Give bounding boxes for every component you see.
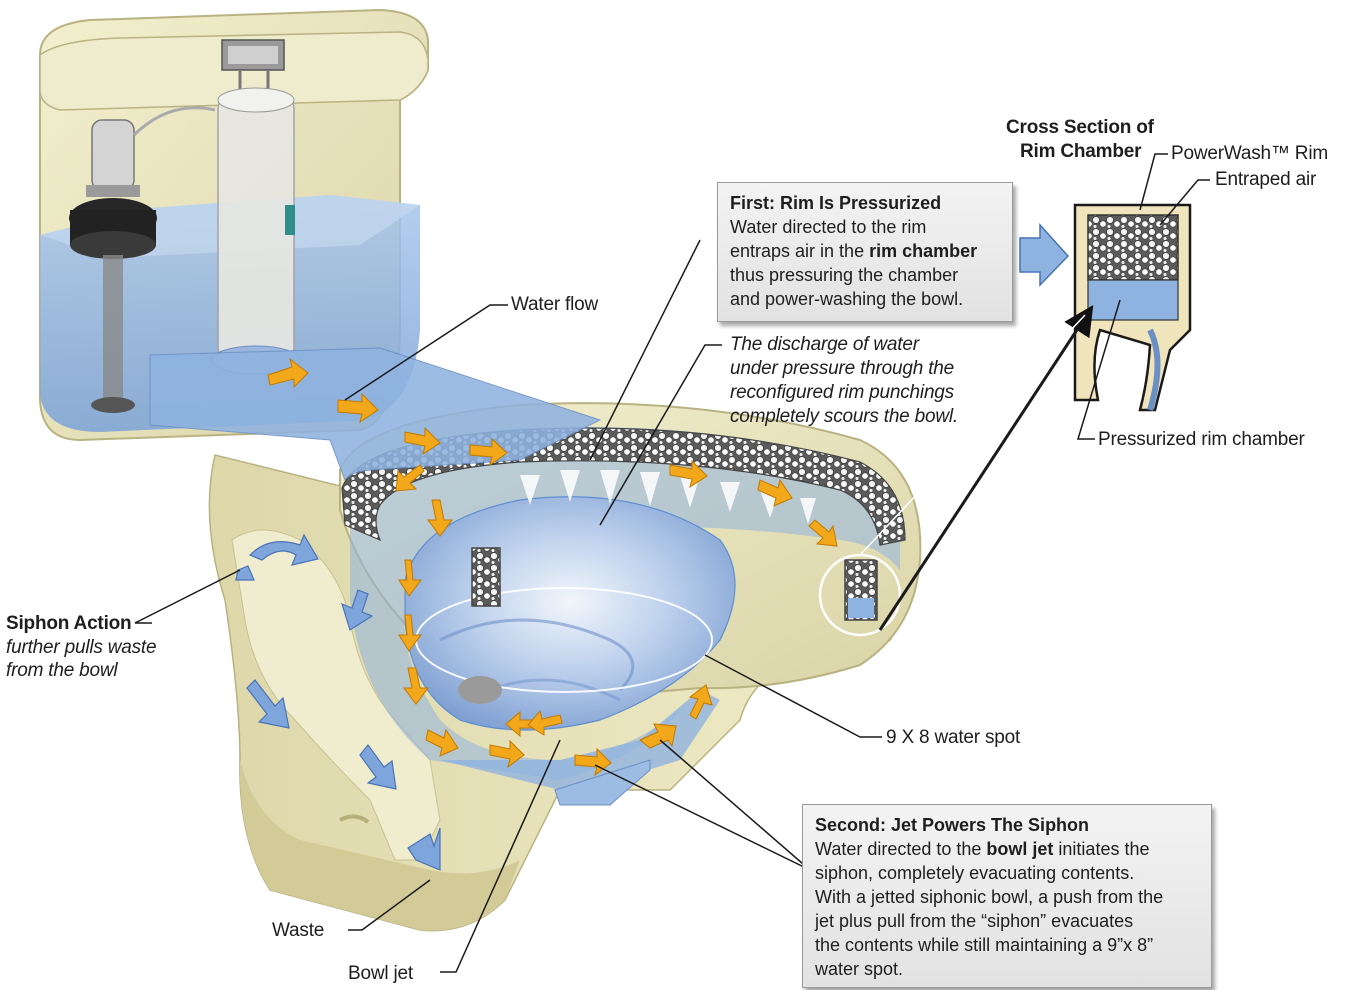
callout-jet-siphon: Second: Jet Powers The Siphon Water dire…	[802, 804, 1212, 988]
label-discharge-2: under pressure through the	[730, 358, 955, 379]
callout-2-line-1-text: Water directed to the	[815, 839, 987, 859]
callout-1-rim-chamber-term: rim chamber	[869, 241, 978, 261]
callout-2-line-1: Water directed to the bowl jet initiates…	[815, 837, 1199, 861]
label-water-spot: 9 X 8 water spot	[886, 727, 1021, 748]
callout-1-line-2-text: entraps air in the	[730, 241, 870, 261]
label-bowl-jet: Bowl jet	[348, 963, 413, 984]
callout-2-line-2: siphon, completely evacuating contents.	[815, 863, 1135, 883]
label-pressurized-chamber: Pressurized rim chamber	[1098, 429, 1305, 450]
label-powerwash-rim: PowerWash™ Rim	[1171, 143, 1328, 164]
callout-1-line-1: Water directed to the rim	[730, 217, 927, 237]
callout-2-line-5: the contents while still maintaining a 9…	[815, 935, 1154, 955]
callout-2-line-6: water spot.	[815, 959, 904, 979]
label-siphon-desc-2: from the bowl	[6, 660, 118, 681]
callout-2-heading: Second: Jet Powers The Siphon	[815, 815, 1090, 835]
label-cross-section-1: Cross Section of	[1006, 117, 1154, 138]
label-water-flow: Water flow	[511, 294, 599, 315]
callout-1-line-2: entraps air in the rim chamber	[730, 239, 1000, 263]
label-waste: Waste	[272, 920, 325, 941]
callout-2-line-3: With a jetted siphonic bowl, a push from…	[815, 887, 1164, 907]
callout-2-bowl-jet-term: bowl jet	[986, 839, 1054, 859]
water-flow-arrows	[267, 357, 838, 777]
rim-cross-section	[1019, 203, 1192, 412]
siphon-arrows	[235, 533, 441, 871]
callout-1-line-3: thus pressuring the chamber	[730, 265, 959, 285]
callout-1-heading: First: Rim Is Pressurized	[730, 193, 942, 213]
callout-1-line-4: and power-washing the bowl.	[730, 289, 964, 309]
bowl	[339, 402, 922, 806]
label-discharge-4: completely scours the bowl.	[730, 406, 958, 427]
fill-valve	[69, 106, 216, 413]
label-discharge-3: reconfigured rim punchings	[730, 382, 954, 403]
label-siphon-action: Siphon Action	[6, 613, 132, 634]
label-cross-section-2: Rim Chamber	[1020, 141, 1142, 162]
label-siphon-desc-1: further pulls waste	[6, 637, 157, 658]
callout-2-line-4: jet plus pull from the “siphon” evacuate…	[815, 911, 1134, 931]
callout-rim-pressurized: First: Rim Is Pressurized Water directed…	[717, 182, 1013, 322]
callout-2-line-1-rest: initiates the	[1053, 839, 1150, 859]
label-entraped-air: Entraped air	[1215, 169, 1317, 190]
leader-lines	[134, 153, 1210, 973]
label-discharge-1: The discharge of water	[730, 334, 919, 355]
